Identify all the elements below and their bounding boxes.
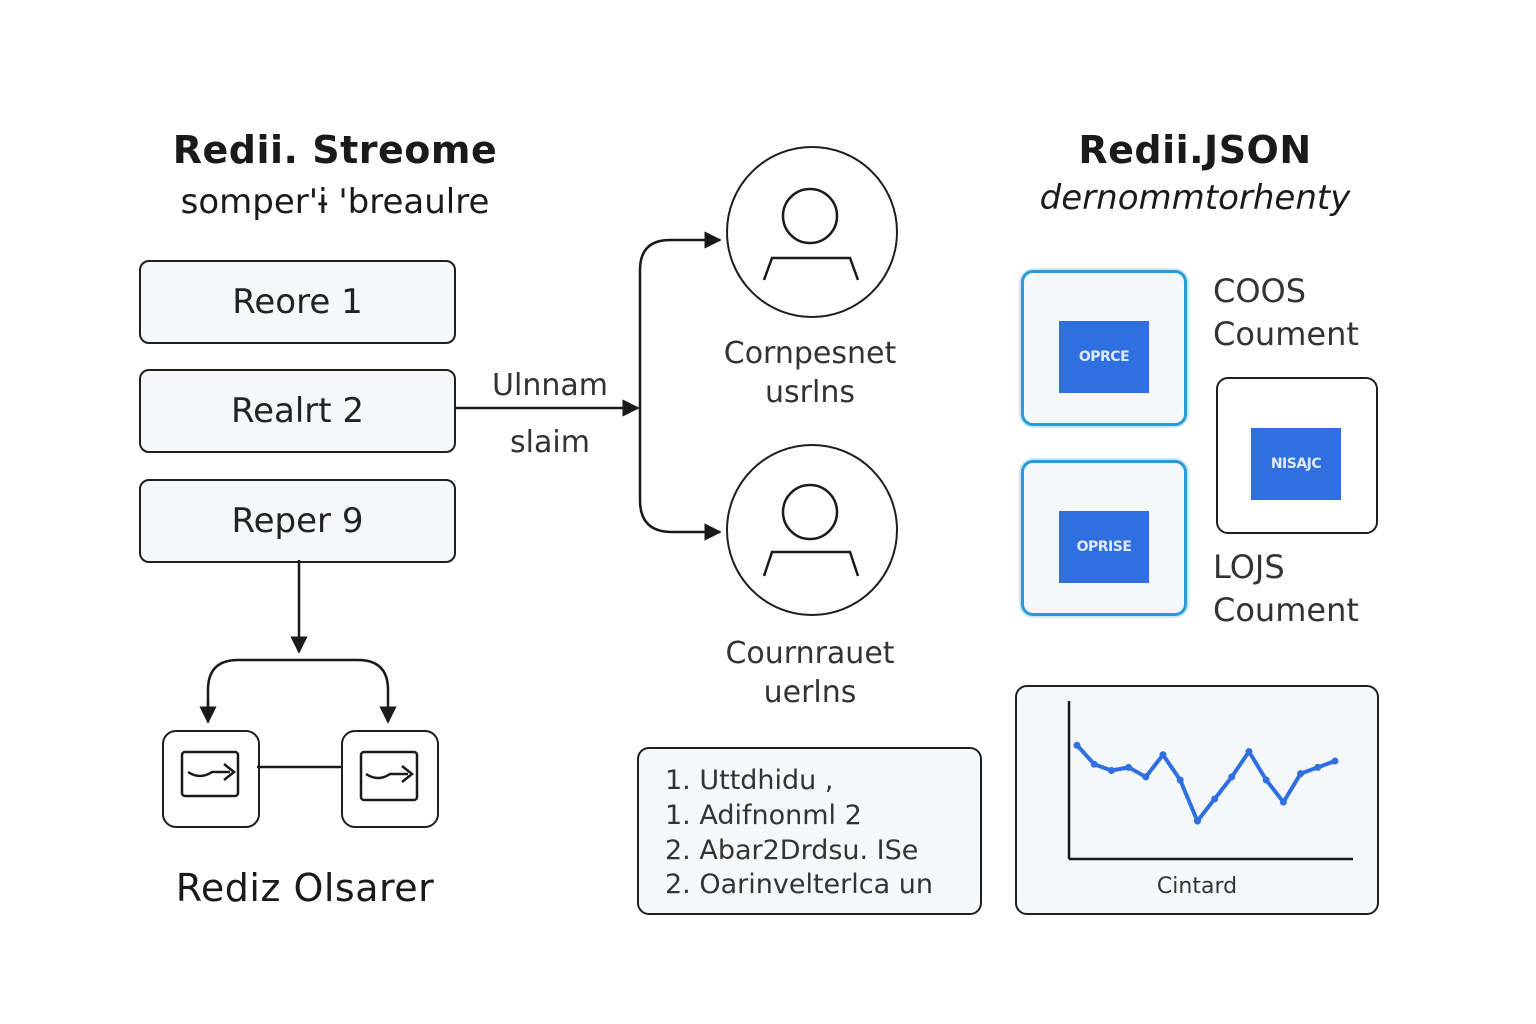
list-item: 2. Oarinvelterlca un (665, 869, 933, 900)
consumer-1-label: Cornpesnet usrlns (700, 334, 920, 412)
stream-record-2[interactable]: Realrt 2 (139, 369, 456, 453)
json-title: Redii.JSON (1078, 128, 1312, 172)
consumer-1-label-line1: Cornpesnet (723, 336, 897, 371)
chart-point (1073, 741, 1081, 749)
streams-subtitle: somper'ɨ 'breaulre (180, 182, 490, 222)
json-doc-card-3[interactable]: NISAJC (1216, 377, 1378, 534)
consumer-node-2[interactable] (726, 444, 898, 616)
chart-caption: Cintard (1156, 874, 1238, 899)
connector-to-consumer-2 (638, 408, 722, 541)
line-chart (1067, 701, 1353, 861)
cluster-label: Rediz Olsarer (175, 866, 435, 910)
chart-panel: Cintard (1015, 685, 1379, 915)
server-node-left[interactable] (162, 730, 260, 828)
chart-series-line (1075, 743, 1336, 824)
chart-point (1262, 776, 1270, 784)
json-doc-card-2[interactable]: OPRISE (1021, 460, 1187, 616)
user-icon (762, 483, 860, 577)
json-doc-chip: OPRISE (1059, 511, 1149, 583)
server-node-right[interactable] (341, 730, 439, 828)
edge-label-line1: Ulnnam (492, 368, 608, 403)
json-subtitle: dernommtorhenty (1039, 178, 1351, 218)
chart-point (1245, 748, 1253, 756)
edge-label-line2: slaim (510, 425, 590, 460)
consumer-2-label: Cournrauet uerlns (700, 634, 920, 712)
streams-title: Redii. Streome (172, 128, 498, 172)
chart-point (1176, 776, 1184, 784)
json-doc-label-2-line2: Coument (1213, 591, 1359, 630)
list-item: 1. Adifnonml 2 (665, 800, 862, 831)
connector-cluster-split (206, 658, 397, 724)
json-doc-chip: OPRCE (1059, 321, 1149, 393)
chart-point (1228, 773, 1236, 781)
json-doc-card-1[interactable]: OPRCE (1021, 270, 1187, 426)
json-doc-label-1-line1: COOS (1213, 272, 1307, 310)
chart-point (1193, 817, 1201, 825)
chart-point (1314, 763, 1322, 771)
json-doc-label-2-line1: LOJS (1213, 548, 1285, 586)
connector-to-consumer-1 (638, 231, 722, 408)
chart-point (1142, 773, 1150, 781)
stream-record-label: Reore 1 (232, 282, 363, 322)
chart-point (1159, 751, 1167, 759)
json-doc-chip: NISAJC (1251, 428, 1341, 500)
consumer-1-label-line2: usrlns (765, 375, 855, 410)
chart-point (1297, 770, 1305, 778)
consumer-node-1[interactable] (726, 146, 898, 318)
list-item: 1. Uttdhidu , (665, 765, 834, 796)
chart-point (1331, 757, 1339, 765)
chart-point (1279, 798, 1287, 806)
edge-label: Ulnnam slaim (480, 366, 620, 462)
chart-point (1090, 760, 1098, 768)
operations-list-panel: 1. Uttdhidu , 1. Adifnonml 2 2. Abar2Drd… (637, 747, 982, 915)
chart-point (1211, 795, 1219, 803)
chart-point (1125, 763, 1133, 771)
list-item: 2. Abar2Drdsu. ISe (665, 835, 919, 866)
stream-record-label: Reper 9 (231, 501, 364, 541)
json-doc-label-1: COOS Coument (1213, 270, 1413, 356)
user-icon (762, 187, 860, 281)
stream-record-3[interactable]: Reper 9 (139, 479, 456, 563)
chart-point (1107, 767, 1115, 775)
json-doc-label-2: LOJS Coument (1213, 546, 1413, 632)
terminal-icon (359, 750, 419, 802)
stream-record-1[interactable]: Reore 1 (139, 260, 456, 344)
stream-record-label: Realrt 2 (230, 391, 365, 431)
json-doc-label-1-line2: Coument (1213, 315, 1359, 354)
terminal-icon (180, 750, 240, 798)
consumer-2-label-line1: Cournrauet (725, 636, 895, 671)
consumer-2-label-line2: uerlns (763, 675, 857, 710)
